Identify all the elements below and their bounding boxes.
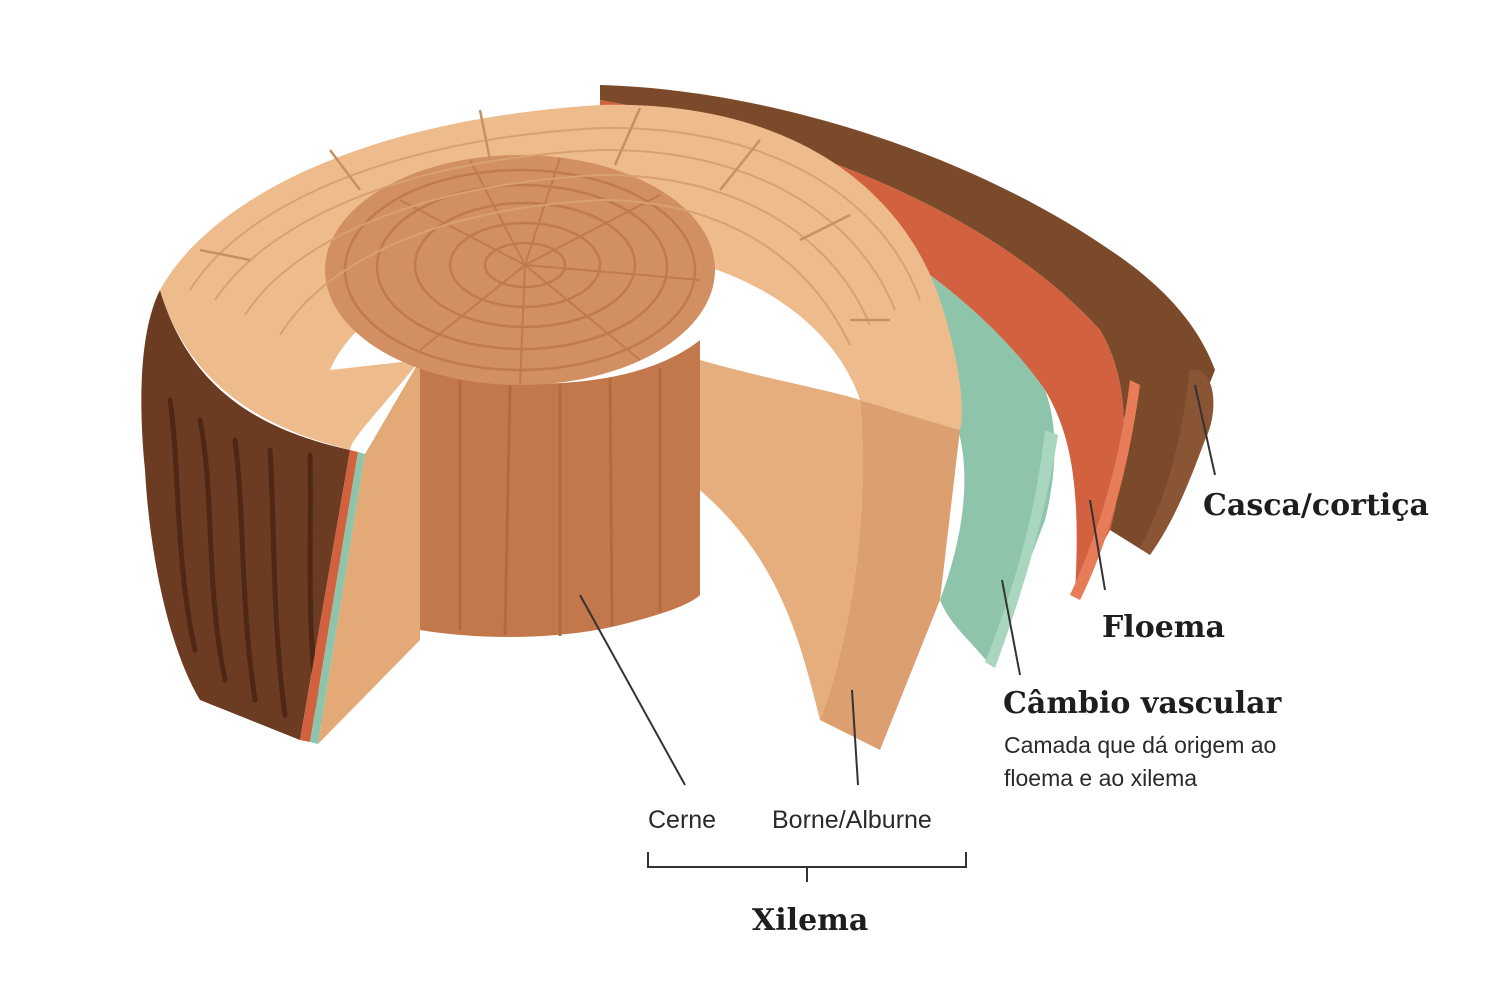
label-cambio-vascular: Câmbio vascular	[1003, 686, 1281, 721]
label-borne-alburne: Borne/Alburne	[772, 806, 932, 835]
label-xilema: Xilema	[752, 903, 868, 938]
label-floema: Floema	[1102, 610, 1225, 645]
label-cerne: Cerne	[648, 806, 716, 835]
leader-cerne	[580, 595, 685, 785]
label-casca: Casca/cortiça	[1203, 488, 1429, 523]
xilema-bracket	[648, 852, 966, 882]
label-cambio-description: Camada que dá origem ao floema e ao xile…	[1004, 729, 1324, 795]
